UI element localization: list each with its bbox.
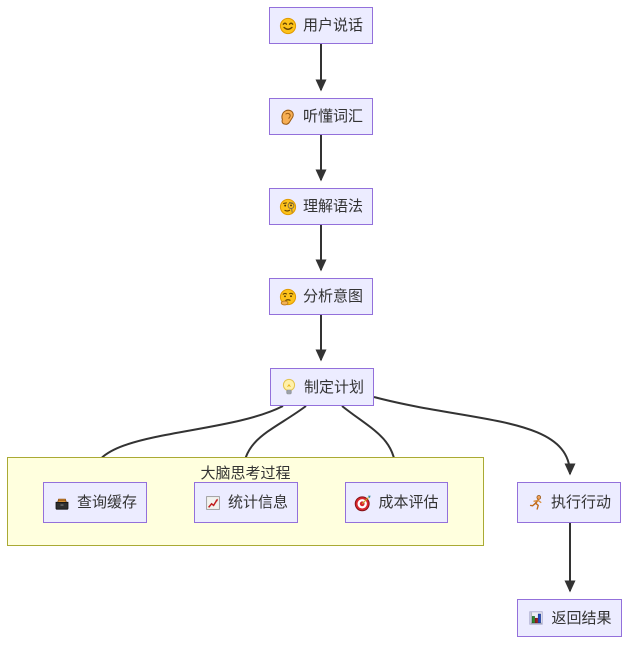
node-understand-words: 听懂词汇 xyxy=(269,98,373,135)
node-analyze-intent: 分析意图 xyxy=(269,278,373,315)
node-label: 统计信息 xyxy=(227,494,288,511)
node-make-plan: 制定计划 xyxy=(270,368,374,406)
node-label: 制定计划 xyxy=(303,378,364,396)
node-label: 执行行动 xyxy=(550,494,611,511)
thinking-face-icon xyxy=(279,288,297,306)
node-label: 理解语法 xyxy=(302,198,363,215)
runner-icon xyxy=(527,494,545,512)
node-cost-evaluation: 成本评估 xyxy=(345,482,448,523)
smiling-face-icon xyxy=(279,17,297,35)
node-return-result: 返回结果 xyxy=(517,599,622,637)
node-understand-grammar: 理解语法 xyxy=(269,188,373,225)
node-query-cache: 查询缓存 xyxy=(43,482,147,523)
node-label: 分析意图 xyxy=(302,288,363,305)
edge-make-plan-to-execute-action xyxy=(373,396,576,476)
light-bulb-icon xyxy=(280,378,298,396)
node-statistics: 统计信息 xyxy=(194,482,298,523)
ear-icon xyxy=(279,108,297,126)
target-icon xyxy=(354,494,372,512)
node-label: 听懂词汇 xyxy=(302,108,363,125)
node-label: 返回结果 xyxy=(551,609,612,627)
monocle-face-icon xyxy=(279,198,297,216)
chart-increasing-icon xyxy=(204,494,222,512)
node-execute-action: 执行行动 xyxy=(517,482,621,523)
card-file-box-icon xyxy=(53,494,71,512)
node-label: 查询缓存 xyxy=(76,494,137,511)
bar-chart-icon xyxy=(527,609,545,627)
node-label: 成本评估 xyxy=(378,494,439,511)
node-label: 用户说话 xyxy=(302,17,363,34)
subgraph-title: 大脑思考过程 xyxy=(200,465,291,482)
node-user-speaks: 用户说话 xyxy=(269,7,373,44)
